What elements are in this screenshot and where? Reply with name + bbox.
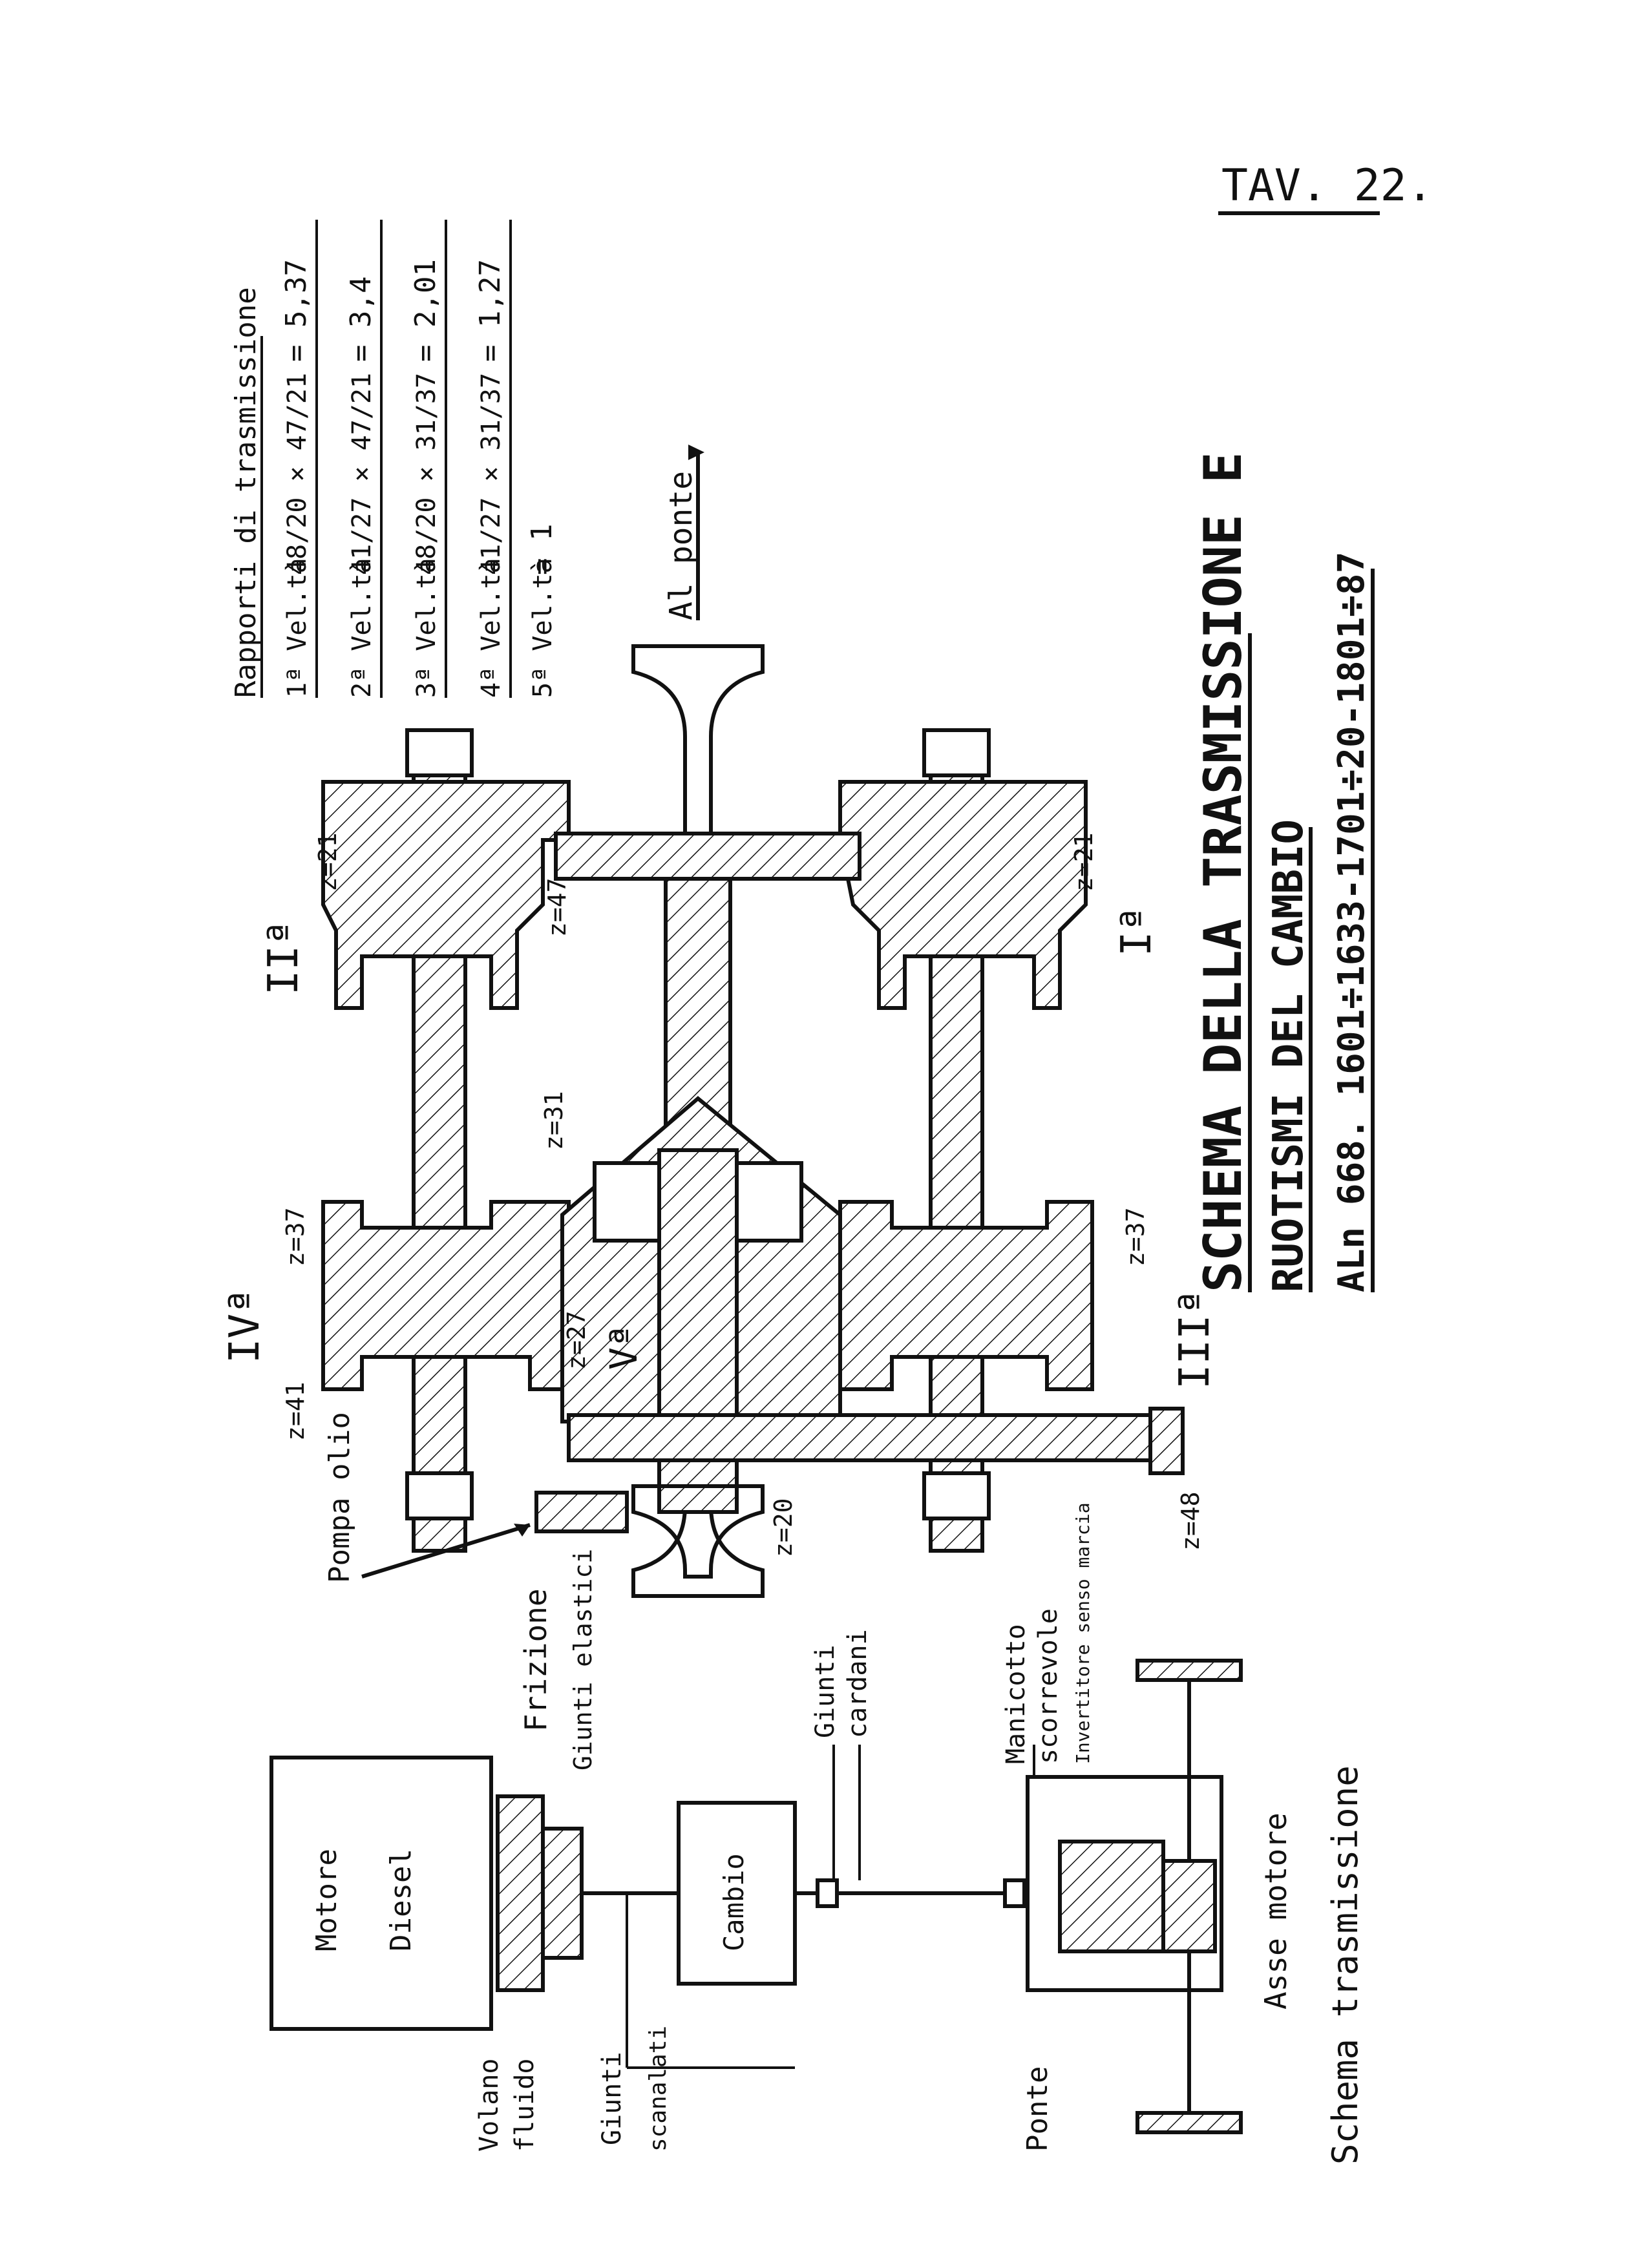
title-line-1: SCHEMA DELLA TRASMISSIONE E [1193, 452, 1253, 1292]
speed-I-label: Iª [1113, 907, 1161, 956]
upper-connector-bar [554, 832, 861, 881]
wheel-bottom [1136, 2111, 1243, 2134]
giunti-scanalati-label-2: scanalati [645, 2026, 671, 2152]
output-shaft-flange [631, 644, 765, 1598]
motore-label-1: Motore [310, 1849, 343, 1951]
cambio-label: Cambio [718, 1853, 750, 1951]
ratio-formula: 48/20 × 47/21 [282, 373, 312, 575]
upper-shaft-end-left [405, 1471, 474, 1520]
table-number: TAV. 22. [1221, 160, 1433, 211]
gear-z48 [1148, 1407, 1185, 1475]
reverser-gears [1058, 1840, 1165, 1953]
ponte-label: Ponte [1021, 2066, 1054, 2152]
speed-V-label: Vª [602, 1325, 646, 1370]
volano-label-2: fluido [510, 2059, 540, 2152]
motor-box [269, 1756, 493, 2031]
oil-pump [534, 1491, 629, 1533]
ratio-label: 2ª Vel.tà [347, 558, 377, 698]
ratio-formula: 48/20 × 31/37 [412, 373, 441, 575]
giunti-cardani-label-2: cardani [843, 1629, 872, 1738]
ratio-row-1: 1ª Vel.tà 48/20 × 47/21 = 5,37 [280, 220, 318, 698]
fluid-flywheel [496, 1794, 545, 1992]
giunti-scanalati-label-1: Giunti [597, 2052, 627, 2146]
ratio-row-5: 5ª Vel.tà = 1 [525, 524, 558, 698]
lower-shaft-end-left [922, 1471, 991, 1520]
manicotto-label-2: scorrevole [1033, 1608, 1063, 1764]
ratio-row-3: 3ª Vel.tà 48/20 × 31/37 = 2,01 [409, 220, 447, 698]
ratio-label: 4ª Vel.tà [476, 558, 506, 698]
giunti-cardani-label-1: Giunti [810, 1645, 840, 1739]
ratio-row-2: 2ª Vel.tà 41/27 × 47/21 = 3,4 [344, 220, 383, 698]
motore-label-2: Diesel [385, 1849, 417, 1951]
cardan-joint-2 [1003, 1878, 1026, 1908]
gear-I-cluster [838, 780, 1088, 1010]
speed-II-label: IIª [260, 920, 308, 995]
manicotto-label-1: Manicotto [1001, 1624, 1031, 1764]
ratio-row-4: 4ª Vel.tà 41/27 × 31/37 = 1,27 [474, 220, 512, 698]
giunti-elastici-label: Giunti elastici [569, 1549, 597, 1770]
teeth-z47: z=47 [543, 877, 571, 937]
upper-shaft-end-right [405, 728, 474, 777]
teeth-z21-bottom: z=21 [1070, 832, 1098, 892]
teeth-z21-top: z=21 [313, 832, 342, 892]
transmission-schema [269, 1659, 1243, 2134]
schema-trasmissione-caption: Schema trasmissione [1325, 1765, 1366, 2165]
teeth-z48: z=48 [1176, 1491, 1205, 1551]
asse-motore-label: Asse motore [1258, 1812, 1293, 2010]
ratios-heading: Rapporti di trasmissione [229, 287, 262, 698]
teeth-z20: z=20 [769, 1498, 798, 1557]
ratio-formula: 41/27 × 47/21 [347, 373, 377, 575]
cardan-joint-1 [816, 1878, 839, 1908]
ratio-result: = 1 [525, 524, 558, 575]
pompa-olio-label: Pompa olio [323, 1412, 356, 1583]
ratio-result: = 1,27 [474, 259, 507, 362]
title-line-2: RUOTISMI DEL CAMBIO [1265, 819, 1313, 1292]
ratio-label: 3ª Vel.tà [412, 558, 441, 698]
al-ponte-label: Al ponte [663, 471, 699, 620]
invertitore-label: Invertitore senso marcia [1072, 1502, 1093, 1764]
gearbox-section [321, 445, 1185, 1598]
ratio-result: = 3,4 [344, 277, 377, 362]
axle-differential [1161, 1859, 1217, 1953]
lower-shaft-end-right [922, 728, 991, 777]
title-line-3: ALn 668. 1601÷1633-1701÷20-1801÷87 [1331, 552, 1373, 1292]
title-block: SCHEMA DELLA TRASMISSIONE E RUOTISMI DEL… [1193, 452, 1375, 1292]
teeth-z27: z=27 [562, 1310, 591, 1370]
wheel-top [1136, 1659, 1243, 1682]
ratio-result: = 2,01 [409, 259, 442, 362]
gear-III-cluster [838, 1200, 1094, 1391]
ratio-formula: 41/27 × 31/37 [476, 373, 506, 575]
speed-IV-label: IVª [221, 1288, 269, 1363]
drive-shaft-bottom [567, 1413, 1172, 1462]
clutch [541, 1827, 584, 1960]
ratio-result: = 5,37 [280, 259, 313, 362]
input-flange [631, 1484, 765, 1579]
ratios-block: Rapporti di trasmissione 1ª Vel.tà 48/20… [229, 220, 558, 698]
teeth-z37-top: z=37 [281, 1207, 310, 1266]
speed-III-label: IIIª [1171, 1290, 1219, 1389]
frizione-label: Frizione [518, 1588, 553, 1732]
teeth-z37-bottom: z=37 [1121, 1207, 1150, 1266]
teeth-z41: z=41 [281, 1381, 310, 1441]
ratio-label: 1ª Vel.tà [282, 558, 312, 698]
teeth-z31: z=31 [540, 1091, 568, 1150]
reverser-box [1026, 1775, 1223, 1992]
volano-label-1: Volano [474, 2059, 504, 2152]
ratio-label: 5ª Vel.tà [528, 558, 558, 698]
